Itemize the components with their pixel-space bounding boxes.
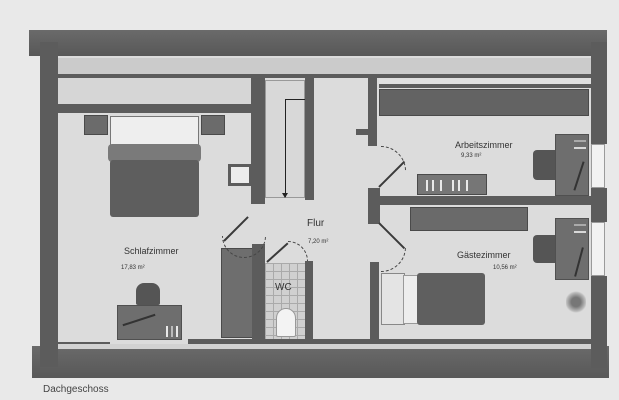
office-chair xyxy=(533,150,555,180)
office-roof-strip xyxy=(379,78,591,84)
pen-icon xyxy=(122,313,156,327)
room-area-arbeitszimmer: 9,33 m² xyxy=(461,153,482,159)
book xyxy=(458,180,460,191)
stair-arrow-icon xyxy=(282,193,288,198)
office-window xyxy=(591,144,605,188)
room-label-flur: Flur xyxy=(307,218,325,229)
office-desk xyxy=(555,134,589,196)
book xyxy=(176,326,178,337)
toilet-icon xyxy=(276,308,296,337)
office-wall-left-lower xyxy=(368,188,380,224)
nightstand-left xyxy=(84,115,108,135)
room-area-schlafzimmer: 17,83 m² xyxy=(121,265,145,271)
desk-item xyxy=(574,224,586,226)
room-area-flur: 7,20 m² xyxy=(308,239,329,245)
pen-icon xyxy=(574,247,584,277)
bedroom-desk xyxy=(117,305,182,340)
inner-wall-top xyxy=(58,74,591,78)
wc-wall-left xyxy=(252,244,265,340)
roof-slope-strip-left xyxy=(58,78,251,104)
plant-icon xyxy=(566,290,586,314)
desk-item xyxy=(574,140,586,142)
room-label-gaestezimmer: Gästezimmer xyxy=(457,250,511,260)
room-label-schlafzimmer: Schlafzimmer xyxy=(124,246,179,256)
office-top-wall xyxy=(379,84,591,88)
guest-chair xyxy=(533,235,555,263)
room-label-arbeitszimmer: Arbeitszimmer xyxy=(455,140,513,150)
pillows xyxy=(110,116,199,146)
stair-wall-right xyxy=(305,78,314,200)
book xyxy=(426,180,428,191)
bed-headboard xyxy=(381,273,405,325)
book xyxy=(166,326,168,337)
room-area-gaestezimmer: 10,56 m² xyxy=(493,265,517,271)
outer-roof-bottom xyxy=(32,346,609,378)
room-label-wc: WC xyxy=(275,282,292,293)
bedroom-wardrobe xyxy=(221,248,253,338)
guest-cabinet xyxy=(410,207,528,231)
nightstand-right xyxy=(201,115,225,135)
book xyxy=(432,180,434,191)
guest-desk xyxy=(555,218,589,280)
wc-wall-right xyxy=(305,261,313,340)
wc-tile-floor xyxy=(265,263,305,339)
inner-wall-bedroom-top xyxy=(58,104,251,113)
guest-window xyxy=(591,222,605,276)
office-low-cabinet xyxy=(379,89,589,116)
stair-arrow-line xyxy=(285,99,305,197)
book xyxy=(171,326,173,337)
outer-roof-top xyxy=(29,30,607,56)
roof-slope-strip-bottom xyxy=(58,344,591,349)
blanket xyxy=(417,273,485,325)
book xyxy=(466,180,468,191)
outer-wall-left xyxy=(40,42,58,367)
desk-item xyxy=(574,147,586,149)
outer-wall-right xyxy=(591,42,607,144)
guest-wall-left xyxy=(370,262,379,346)
office-guest-divider xyxy=(377,196,591,205)
inner-wall-bottom-right xyxy=(188,339,591,344)
roof-slope-strip xyxy=(58,58,591,74)
office-wall-stub xyxy=(356,129,370,135)
office-bookshelf xyxy=(417,174,487,195)
single-bed xyxy=(381,273,485,325)
blanket-fold xyxy=(108,144,201,162)
book xyxy=(452,180,454,191)
book xyxy=(440,180,442,191)
desk-item xyxy=(574,231,586,233)
blanket xyxy=(110,160,199,217)
outer-wall-right-mid xyxy=(591,188,607,222)
bedroom-chair xyxy=(136,283,160,305)
pen-icon xyxy=(573,161,585,191)
bedroom-chimney xyxy=(228,164,252,186)
double-bed xyxy=(108,116,201,218)
outer-wall-right-low xyxy=(591,276,607,368)
floor-title: Dachgeschoss xyxy=(43,384,109,395)
office-wall-left-upper xyxy=(368,78,377,146)
stair-wall-left xyxy=(251,78,265,204)
